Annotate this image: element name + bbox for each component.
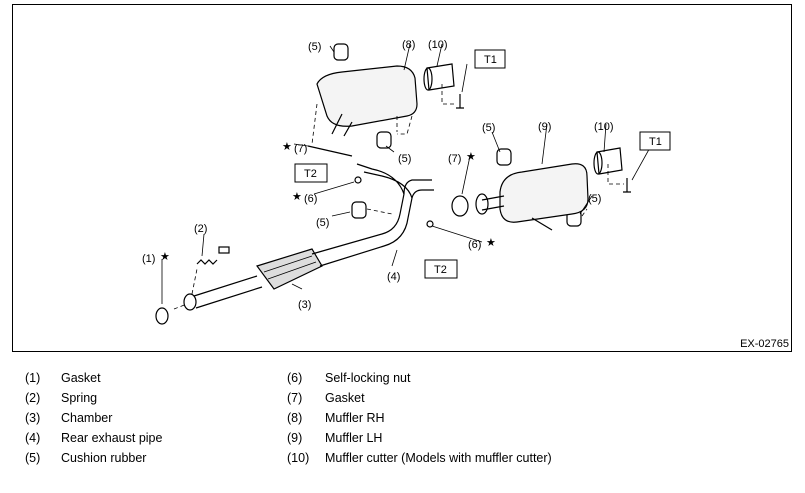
muffler-cutter-10a: [426, 63, 455, 91]
muffler-lh-9: [499, 163, 589, 223]
callout-1: (1): [142, 253, 155, 265]
exhaust-system-diagram: T1 T1 T2 T2 (1) ★ (2) (3) (4) (5) (5) (5…: [142, 39, 671, 325]
callout-5b: (5): [398, 153, 411, 165]
cushion-rubber-5d: [496, 148, 512, 166]
spring-2: [196, 259, 218, 265]
star-1: ★: [160, 251, 170, 263]
torque-t2-left: T2: [294, 163, 328, 183]
callout-5c: (5): [316, 217, 329, 229]
callout-6b: (6): [468, 239, 481, 251]
svg-text:T2: T2: [434, 264, 447, 276]
cushion-rubber-5c: [351, 201, 367, 219]
legend-row: (5)Cushion rubber: [25, 451, 147, 465]
legend-row: (1)Gasket: [25, 371, 101, 385]
legend-right: (6)Self-locking nut (7)Gasket (8)Muffler…: [287, 368, 555, 468]
svg-text:T2: T2: [304, 168, 317, 180]
cushion-rubber-5a: [333, 43, 349, 61]
legend-row: (7)Gasket: [287, 391, 365, 405]
torque-t1-right: T1: [639, 131, 671, 151]
spring-bolt: [218, 246, 230, 254]
callout-7a: (7): [294, 143, 307, 155]
callout-5a: (5): [308, 41, 321, 53]
legend-row: (10)Muffler cutter (Models with muffler …: [287, 451, 552, 465]
legend-row: (8)Muffler RH: [287, 411, 385, 425]
legend-row: (4)Rear exhaust pipe: [25, 431, 163, 445]
legend-row: (3)Chamber: [25, 411, 113, 425]
rear-exhaust-pipe-4: [311, 179, 434, 267]
self-locking-nut-6b: [426, 220, 434, 228]
torque-t1-top: T1: [474, 49, 506, 69]
callout-7b: (7): [448, 153, 461, 165]
star-6b: ★: [486, 237, 496, 249]
callout-8: (8): [402, 39, 415, 51]
callout-4: (4): [387, 271, 400, 283]
gasket-7: [451, 195, 469, 217]
cushion-rubber-5b: [376, 131, 392, 149]
svg-text:T1: T1: [484, 54, 497, 66]
legend-left: (1)Gasket (2)Spring (3)Chamber (4)Rear e…: [25, 368, 291, 468]
legend-row: (9)Muffler LH: [287, 431, 383, 445]
svg-text:T1: T1: [649, 136, 662, 148]
legend-row: (6)Self-locking nut: [287, 371, 411, 385]
front-flange: [183, 293, 197, 311]
gasket-7-left: [307, 145, 353, 157]
diagram-frame: [12, 4, 792, 352]
callout-9: (9): [538, 121, 551, 133]
legend-row: (2)Spring: [25, 391, 98, 405]
callout-10b: (10): [594, 121, 614, 133]
muffler-cutter-10b: [596, 147, 623, 175]
star-7b: ★: [466, 151, 476, 163]
callout-3: (3): [298, 299, 311, 311]
callout-2: (2): [194, 223, 207, 235]
muffler-rh-8: [316, 65, 418, 127]
torque-t2-bottom: T2: [424, 259, 458, 279]
chamber-3: [256, 248, 323, 290]
callout-5d: (5): [482, 122, 495, 134]
callout-10a: (10): [428, 39, 448, 51]
self-locking-nut-6a: [354, 176, 362, 184]
figure-id: EX-02765: [740, 338, 789, 350]
callout-5e: (5): [588, 193, 601, 205]
star-6a: ★: [292, 191, 302, 203]
star-7a: ★: [282, 141, 292, 153]
callout-6a: (6): [304, 193, 317, 205]
front-pipe: [193, 275, 263, 309]
gasket-1: [155, 307, 169, 325]
